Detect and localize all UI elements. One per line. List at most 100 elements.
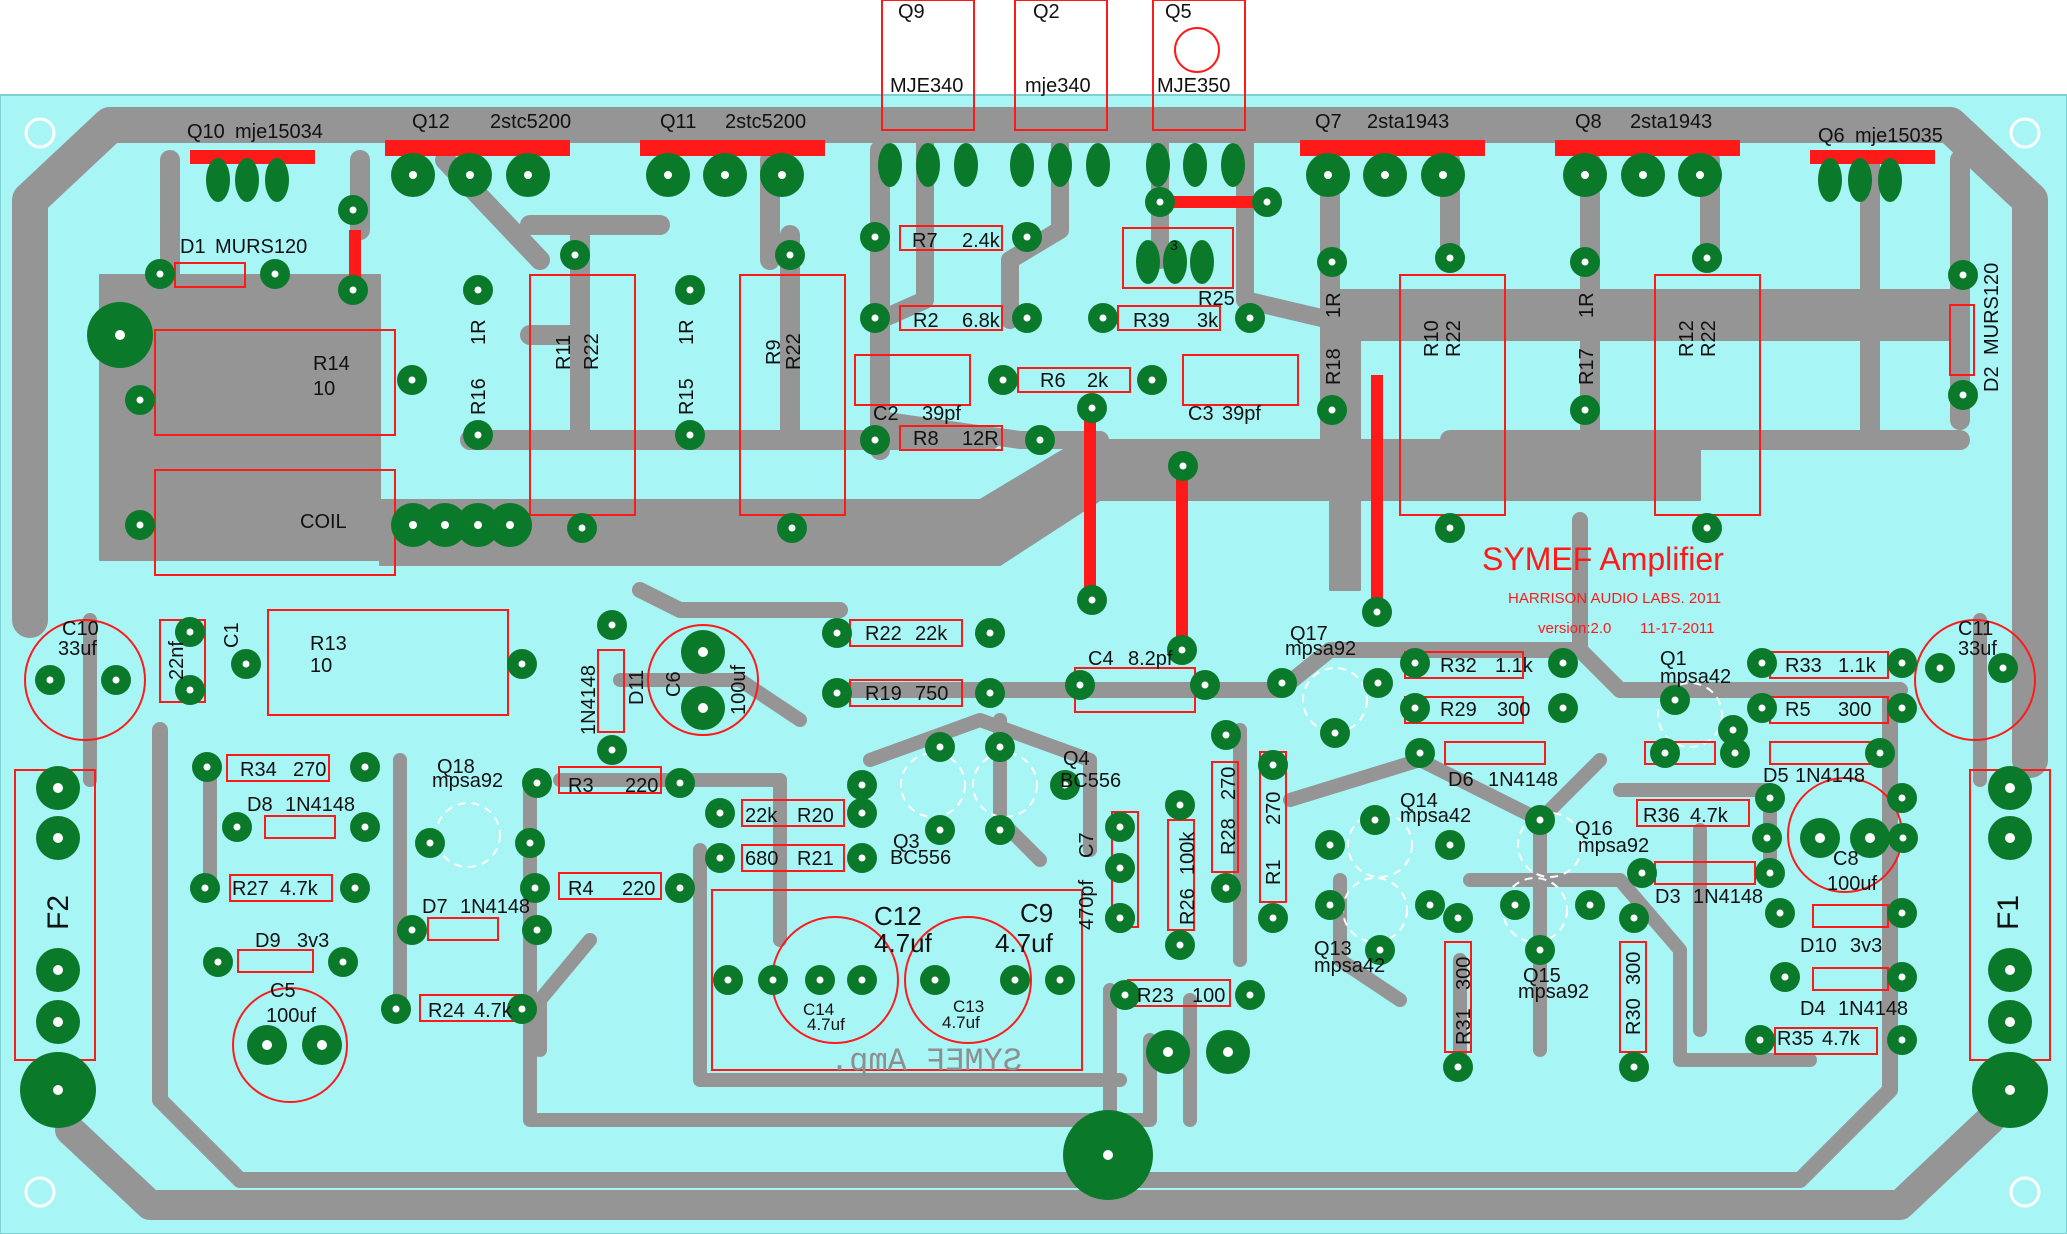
q7-part: 2sta1943 [1367,111,1449,133]
component-outline [1619,941,1647,1053]
pad-drill [2005,783,2015,793]
pad-drill [578,524,586,532]
r12-ref: R12 [1676,320,1698,357]
pad-drill [1661,749,1669,757]
c6-value: 100uf [728,665,750,715]
mount-hole [24,1176,56,1208]
pad-drill [1381,171,1389,179]
pad-drill [1959,271,1967,279]
pad-drill [1454,914,1462,922]
r5-ref: R5 [1785,699,1811,721]
pad-drill [1176,941,1184,949]
pad-drill [1936,664,1944,672]
pad-drill [788,524,796,532]
pad-drill [676,884,684,892]
pad-drill [1898,704,1906,712]
pad-drill [936,743,944,751]
c3-ref: C3 [1188,403,1214,425]
jumper-group [349,196,1383,650]
transistor-pad [1010,143,1034,187]
pad-drill [786,251,794,259]
pad-drill [1176,801,1184,809]
pad-drill [1426,901,1434,909]
d3-ref: D3 [1655,886,1681,908]
r9-value: R22 [783,333,805,370]
pad-drill [676,779,684,787]
transistor-outline [900,752,966,818]
pad-drill [936,826,944,834]
component-outline [1644,741,1716,765]
r35-value: 4.7k [1822,1028,1861,1050]
pad-drill [1278,679,1286,687]
pad-drill [408,376,416,384]
trace [1333,823,1817,1067]
component-outline [558,766,662,794]
transistor-pad [1848,158,1872,202]
pad-drill [1766,794,1774,802]
r21-ref: R21 [797,848,834,870]
pad-drill [408,926,416,934]
pad-drill [1011,976,1019,984]
q11-ref: Q11 [660,111,696,133]
transistor-pad [1221,143,1245,187]
pad-drill [999,376,1007,384]
component-outline [264,815,336,839]
c4-ref: C4 [1088,648,1114,670]
pad-drill [1163,1047,1173,1057]
pad-drill [1731,749,1739,757]
pad-drill [816,976,824,984]
r7-ref: R7 [912,230,938,252]
component-outline [427,917,499,941]
r21-value: 680 [745,848,778,870]
pad-drill [1536,946,1544,954]
pad-drill [1630,1063,1638,1071]
d11-ref: D11 [626,670,648,705]
c8-ref: C8 [1833,848,1859,870]
r30-value: 300 [1623,952,1645,985]
r8-value: 12R [962,428,999,450]
pad-drill [724,976,732,984]
pad-drill [2005,833,2015,843]
pad-drill [986,689,994,697]
q1-ref: Q1 [1660,648,1687,670]
pad-drill [1559,659,1567,667]
r10-ref: R10 [1421,320,1443,357]
pad-drill [1898,973,1906,981]
d10-value: 3v3 [1850,935,1882,957]
pad-drill [1586,901,1594,909]
transistor-pad [1048,143,1072,187]
r20-value: 22k [745,805,778,827]
r22-value: 22k [915,623,948,645]
pad-drill [2005,1017,2015,1027]
q6-bar [1810,150,1935,164]
r19-value: 750 [915,683,948,705]
r14-value: 10 [313,378,335,400]
q15-ref: Q15 [1523,965,1561,987]
pad-drill [533,779,541,787]
pad-drill [1269,761,1277,769]
pad-drill [531,884,539,892]
pad-drill [1758,659,1766,667]
pad-drill [349,206,357,214]
r5-value: 300 [1838,699,1871,721]
component-outline [237,949,314,973]
r32-value: 1.1k [1495,655,1534,677]
component-outline [1211,761,1239,873]
r29-ref: R29 [1440,699,1477,721]
d8-value: 1N4148 [285,794,355,816]
transistor-pad [1183,143,1207,187]
pad-drill [1326,841,1334,849]
c4-value: 8.2pf [1128,648,1173,670]
pad-drill [1639,171,1647,179]
r4-ref: R4 [568,878,594,900]
pad-drill [1638,869,1646,877]
pad-drill [1116,864,1124,872]
pad-drill [1179,462,1187,470]
pad-drill [716,809,724,817]
q9-part: MJE340 [890,75,963,97]
c12-ref: C12 [874,901,922,931]
pad-drill [986,629,994,637]
pad-drill [112,676,120,684]
pad-drill [1223,1047,1233,1057]
